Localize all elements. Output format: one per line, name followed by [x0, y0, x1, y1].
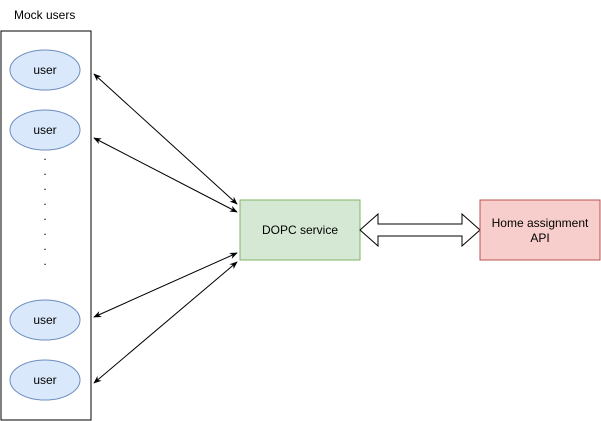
user-node-2: user: [9, 109, 81, 151]
group-title: Mock users: [14, 8, 75, 22]
user-label: user: [33, 123, 56, 137]
user-label: user: [33, 373, 56, 387]
ellipsis-dot: .: [43, 179, 46, 193]
service-api-block-arrow: [359, 212, 481, 248]
user-node-4: user: [9, 359, 81, 401]
ellipsis-dot: .: [43, 239, 46, 253]
user-label: user: [33, 313, 56, 327]
ellipsis-dot: .: [43, 164, 46, 178]
ellipsis-dot: .: [43, 149, 46, 163]
home-assignment-api-node: Home assignment API: [479, 199, 601, 261]
dopc-service-node: DOPC service: [239, 199, 361, 261]
user-ellipse: [9, 49, 81, 91]
user-node-3: user: [9, 299, 81, 341]
user-service-arrow-3: [93, 252, 238, 318]
ellipsis-dot: .: [43, 194, 46, 208]
ellipsis-dot: .: [43, 224, 46, 238]
user-node-1: user: [9, 49, 81, 91]
user-ellipse: [9, 109, 81, 151]
api-label-line2: API: [530, 231, 549, 245]
ellipsis-dot: .: [43, 209, 46, 223]
user-label: user: [33, 63, 56, 77]
api-label-line1: Home assignment: [492, 216, 589, 230]
service-label: DOPC service: [262, 223, 338, 237]
ellipsis-dots: . . . . . . . .: [43, 149, 46, 268]
user-ellipse: [9, 299, 81, 341]
user-service-arrow-1: [93, 73, 238, 205]
service-box: [239, 199, 361, 261]
user-service-arrow-2: [93, 137, 238, 213]
mock-users-container: [0, 30, 92, 421]
api-box: [479, 199, 601, 261]
ellipsis-dot: .: [43, 254, 46, 268]
user-ellipse: [9, 359, 81, 401]
user-service-arrow-4: [93, 261, 238, 384]
